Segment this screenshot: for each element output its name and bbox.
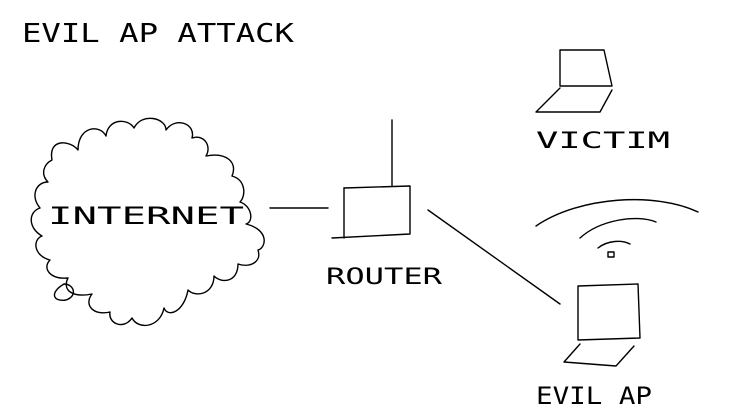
wifi-dot (607, 251, 615, 258)
wifi-arc-inner (597, 240, 631, 249)
wifi-arc-outer (535, 198, 699, 227)
cloud-outline (30, 117, 265, 327)
victim-laptop: VICTIM (535, 49, 670, 154)
evil-ap-laptop-screen (577, 283, 641, 341)
router-box (331, 185, 411, 239)
victim-laptop-screen (559, 49, 613, 87)
evil-ap-laptop: EVIL AP (536, 283, 652, 410)
diagram-title: EVIL AP ATTACK (22, 19, 294, 49)
router-label: ROUTER (326, 265, 443, 290)
evil-ap-laptop-base (563, 343, 635, 367)
victim-laptop-base (535, 87, 613, 113)
wifi-signal-icon (535, 198, 699, 258)
internet-cloud: INTERNET (30, 117, 265, 327)
victim-label: VICTIM (536, 129, 670, 154)
wifi-arc-middle (579, 217, 657, 239)
router: ROUTER (326, 119, 443, 290)
router-evilap-link (427, 209, 561, 305)
evil-ap-label: EVIL AP (536, 382, 652, 410)
internet-label: INTERNET (48, 202, 244, 230)
cloud-curl (53, 283, 74, 301)
